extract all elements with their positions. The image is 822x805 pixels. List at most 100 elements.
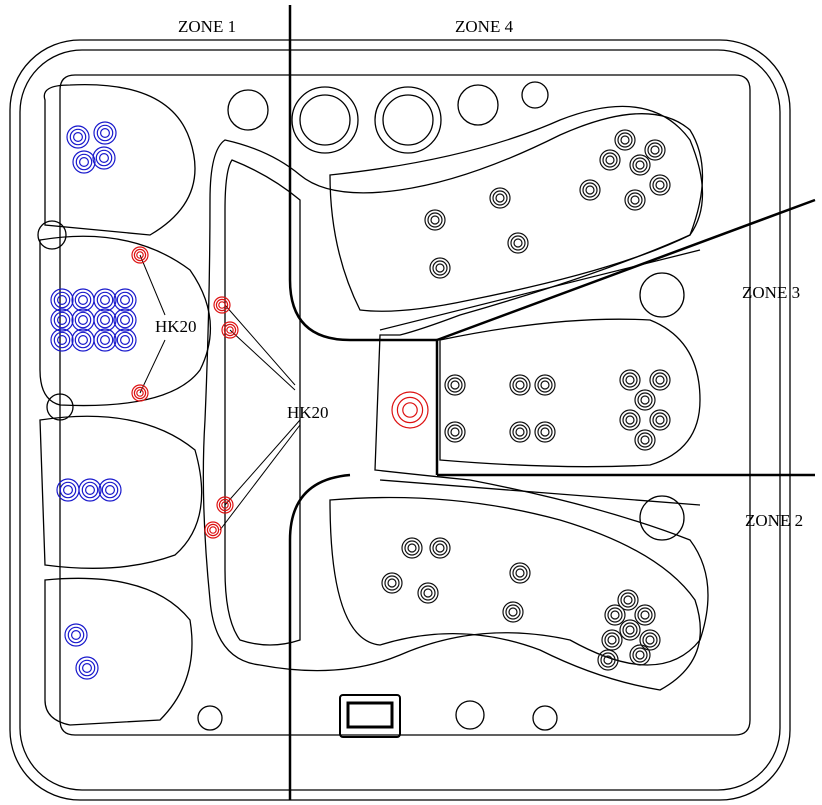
jet — [629, 154, 651, 176]
jet — [601, 629, 623, 651]
blue-jet — [71, 288, 95, 312]
footwell-inner — [224, 159, 301, 646]
jet — [634, 429, 656, 451]
hk20-left-leader-1 — [139, 254, 166, 316]
hk20-jet — [216, 496, 234, 514]
tub-outer-rim — [9, 39, 791, 801]
jet — [444, 421, 466, 443]
jet — [509, 562, 531, 584]
blue-jet — [64, 623, 88, 647]
zone1-label: ZONE 1 — [178, 17, 236, 36]
jet — [599, 149, 621, 171]
jet — [604, 604, 626, 626]
jet — [597, 649, 619, 671]
hk20-center-label: HK20 — [287, 403, 329, 422]
jet — [444, 374, 466, 396]
blue-jet — [50, 288, 74, 312]
blue-jet — [50, 308, 74, 332]
jet — [634, 604, 656, 626]
hk20-jet — [221, 321, 239, 339]
blue-jet — [93, 328, 117, 352]
blue-jet — [93, 308, 117, 332]
blue-jet — [92, 146, 116, 170]
jet — [619, 409, 641, 431]
diverter-valve-right-lower — [639, 495, 685, 541]
left-seat-middle — [39, 235, 211, 407]
hk20-jet — [391, 391, 429, 429]
jet — [429, 537, 451, 559]
left-seat-lower — [39, 415, 203, 569]
bottom-circle-left — [197, 705, 223, 731]
hk20-jet — [131, 384, 149, 402]
filter-left — [291, 86, 359, 154]
footwell-outline — [202, 113, 709, 672]
jet — [534, 374, 556, 396]
left-corner-circle — [46, 393, 74, 421]
jet — [634, 389, 656, 411]
zone-line-vertical-bottom — [288, 473, 351, 800]
jet — [509, 421, 531, 443]
blue-jet — [113, 328, 137, 352]
jet — [401, 537, 423, 559]
jet — [509, 374, 531, 396]
hk20-center-leader-4 — [219, 424, 301, 531]
hk20-jet — [213, 296, 231, 314]
blue-jet — [93, 288, 117, 312]
jet — [489, 187, 511, 209]
jet — [624, 189, 646, 211]
jet — [502, 601, 524, 623]
blue-jet — [66, 125, 90, 149]
blue-jet — [93, 121, 117, 145]
blue-jet — [113, 308, 137, 332]
hk20-center-leader-3 — [224, 419, 301, 506]
jet — [614, 129, 636, 151]
jet — [617, 589, 639, 611]
jet — [649, 409, 671, 431]
diverter-valve-bottom — [455, 700, 485, 730]
control-panel — [339, 694, 401, 738]
jets-layer — [50, 121, 671, 680]
zone-line-zone3-upper — [436, 198, 816, 342]
zone-line-vertical-top — [288, 5, 439, 475]
blue-jet — [98, 478, 122, 502]
zone4-label: ZONE 4 — [455, 17, 514, 36]
jet — [579, 179, 601, 201]
control-panel-screen — [346, 701, 394, 729]
blue-jet — [78, 478, 102, 502]
seat-zone3 — [439, 318, 701, 468]
lounge-zone2 — [329, 496, 701, 691]
hk20-center-leader-2 — [229, 329, 296, 391]
bottom-circle-right — [532, 705, 558, 731]
hk20-left-label: HK20 — [155, 317, 197, 336]
diverter-valve-top-right — [457, 84, 499, 126]
tub-inner-rim — [19, 49, 781, 791]
blue-jet — [72, 150, 96, 174]
diverter-valve-left — [37, 220, 67, 250]
jet — [417, 582, 439, 604]
lounge-zone4 — [329, 105, 704, 312]
tub-interior-outline — [59, 74, 751, 736]
filter-right-inner — [382, 94, 434, 146]
blue-jet — [50, 328, 74, 352]
blue-jet — [113, 288, 137, 312]
jet — [424, 209, 446, 231]
lounge-zone2-armrest — [379, 479, 701, 506]
filter-right — [374, 86, 442, 154]
jet — [429, 257, 451, 279]
blue-jet — [71, 308, 95, 332]
blue-jet — [56, 478, 80, 502]
hk20-center-leader-1 — [224, 304, 296, 386]
jet — [639, 629, 661, 651]
left-seat-bottom — [44, 577, 193, 726]
jet — [629, 644, 651, 666]
zone2-label: ZONE 2 — [745, 511, 803, 530]
diverter-valve-top-left — [227, 89, 269, 131]
zone3-label: ZONE 3 — [742, 283, 800, 302]
jet — [381, 572, 403, 594]
blue-jet — [75, 656, 99, 680]
top-corner-circle — [521, 81, 549, 109]
jet — [644, 139, 666, 161]
filter-left-inner — [299, 94, 351, 146]
